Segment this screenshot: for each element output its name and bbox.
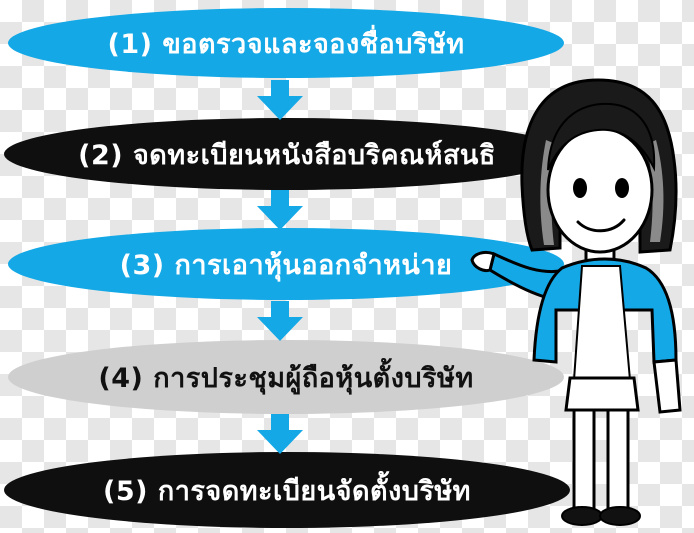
step-1-label: (1) ขอตรวจและจองชื่อบริษัท xyxy=(107,28,465,60)
step-3-offer-shares: (3) การเอาหุ้นออกจำหน่าย xyxy=(8,228,564,300)
step-4-statutory-meeting: (4) การประชุมผู้ถือหุ้นตั้งบริษัท xyxy=(8,340,564,414)
step-3-label: (3) การเอาหุ้นออกจำหน่าย xyxy=(119,249,453,281)
arrow-down-icon xyxy=(257,80,303,120)
step-2-label: (2) จดทะเบียนหนังสือบริคณห์สนธิ xyxy=(78,139,496,171)
step-5-label: (5) การจดทะเบียนจัดตั้งบริษัท xyxy=(103,475,471,507)
step-1-check-reserve-name: (1) ขอตรวจและจองชื่อบริษัท xyxy=(8,8,564,78)
presenter-woman-icon xyxy=(470,78,682,526)
step-4-label: (4) การประชุมผู้ถือหุ้นตั้งบริษัท xyxy=(98,362,474,394)
arrow-down-icon xyxy=(257,301,303,341)
step-2-register-memorandum: (2) จดทะเบียนหนังสือบริคณห์สนธิ xyxy=(4,118,570,190)
arrow-down-icon xyxy=(257,190,303,230)
arrow-down-icon xyxy=(257,414,303,454)
step-5-register-company: (5) การจดทะเบียนจัดตั้งบริษัท xyxy=(4,452,570,528)
